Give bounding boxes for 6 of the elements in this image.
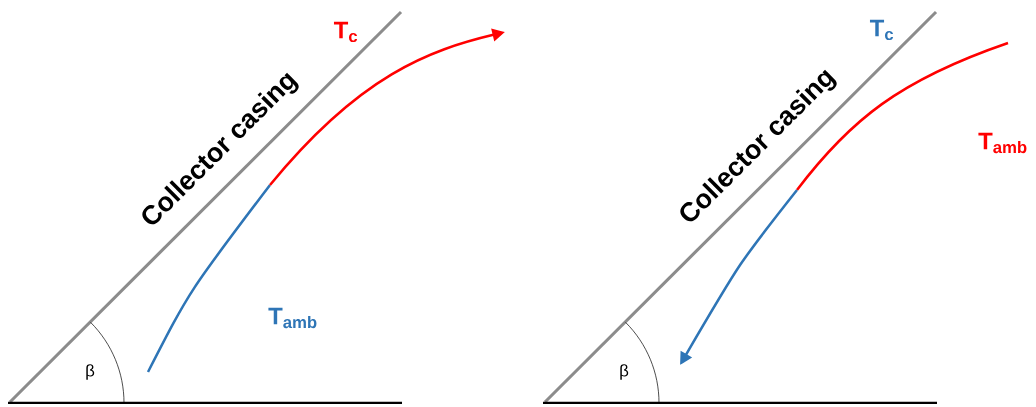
temperature-label: T$_{amb}$ xyxy=(978,132,1027,154)
angle-label: β xyxy=(620,364,629,380)
temperature-label: T$_{amb}$ xyxy=(268,307,317,329)
temperature-label: T$_{c}$ xyxy=(333,21,358,43)
angle-label: β xyxy=(86,364,95,380)
temperature-label: T$_{c}$ xyxy=(869,19,894,41)
